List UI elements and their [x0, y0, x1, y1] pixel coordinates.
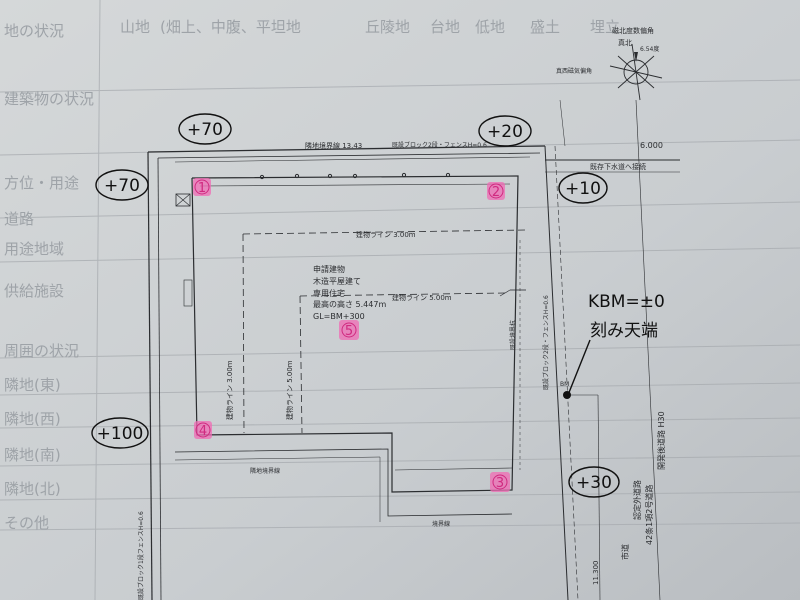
background-labels: 建築物の状況 方位・用途 道路 用途地域 供給施設 周囲の状況 隣地(東) 隣地…	[4, 90, 94, 532]
setback-inner-label: 建物ライン 5.00m	[392, 293, 452, 302]
lot-boundary-left	[147, 151, 153, 600]
plan-annotations: 隣地境界線 13.43 既設ブロック2段・フェンスH=0.6 既存下水道へ接続 …	[137, 141, 666, 600]
top-fence-label: 既設ブロック2段・フェンスH=0.6	[392, 141, 487, 149]
elevation-left: +70	[104, 176, 140, 196]
header-fragment: 地の状況	[4, 22, 64, 40]
compass-arrow-icon	[634, 52, 638, 62]
point-4-label: 4	[199, 424, 207, 439]
kbm-benchmark-marker	[563, 391, 571, 399]
north-compass: 磁北度数偏角 真北 6.54度 真西磁気偏角	[556, 26, 663, 101]
background-label: 方位・用途	[4, 174, 79, 192]
header-fragment: 盛土	[530, 18, 560, 36]
kbm-value: KBM=±0	[588, 292, 665, 312]
compass-side-label: 真西磁気偏角	[556, 67, 592, 75]
background-label: 隣地(北)	[4, 480, 61, 498]
point-1-label: 1	[198, 181, 206, 196]
background-label: 隣地(南)	[4, 446, 61, 464]
background-label: 用途地域	[4, 240, 64, 258]
building-label: 最高の高さ 5.447m	[313, 299, 386, 309]
sewer-note: 既存下水道へ接続	[590, 162, 646, 171]
background-label: その他	[4, 514, 49, 532]
elevation-oval	[478, 115, 532, 147]
small-label: 既設境界杭	[509, 320, 517, 350]
point-5-label: 5	[345, 324, 353, 339]
background-label: 隣地(西)	[4, 410, 61, 428]
elevation-top-mid: +20	[487, 122, 523, 142]
small-label: 隣地境界線	[250, 467, 280, 475]
header-fragment: 丘陵地	[365, 18, 410, 36]
road-label: 市道	[620, 544, 630, 560]
background-label: 周囲の状況	[4, 342, 79, 360]
building-label: 申請建物	[313, 264, 345, 274]
right-fence-label: 既設ブロック2段・フェンスH=0.6	[542, 295, 550, 390]
elevation-oval	[95, 169, 149, 201]
elevation-oval	[178, 113, 232, 145]
building-label: GL=BM+300	[313, 312, 365, 321]
elevation-callouts: +70 +20 +70 +10 +100 +30	[91, 113, 620, 498]
top-boundary-label: 隣地境界線 13.43	[305, 141, 362, 150]
header-fragment: (畑上、中腹、平坦地	[160, 18, 301, 36]
setback-left-label: 建物ライン 3.00m	[225, 360, 234, 420]
background-label: 供給施設	[4, 282, 64, 300]
background-label: 隣地(東)	[4, 376, 61, 394]
left-fence-label: 既設ブロック1段フェンスH=0.6	[137, 511, 145, 600]
road-label: 42条1項2号道路	[644, 485, 654, 545]
background-label: 建築物の状況	[4, 90, 94, 108]
elevation-top-left: +70	[187, 120, 223, 140]
numbered-points: 1 2 3 4 5	[193, 178, 510, 492]
building-label: 木造平屋建て	[313, 276, 361, 286]
elevation-oval	[568, 466, 620, 498]
elevation-right: +10	[565, 179, 601, 199]
background-label: 道路	[4, 210, 34, 228]
header-fragment: 埋立	[590, 18, 620, 36]
compass-angle-label: 6.54度	[640, 45, 659, 53]
header-fragments: 地の状況 山地 (畑上、中腹、平坦地 丘陵地 台地 低地 盛土 埋立	[4, 18, 620, 40]
small-label: BM	[560, 381, 569, 388]
elevation-oval	[558, 172, 608, 204]
point-3-label: 3	[496, 476, 504, 491]
point-2-label: 2	[492, 185, 500, 200]
setback-mid-label: 建物ライン 5.00m	[285, 360, 294, 420]
lot-boundary-top	[147, 145, 546, 153]
kbm-description: 刻み天端	[590, 321, 658, 341]
road-label: 認定外道路	[632, 480, 642, 520]
elevation-bottom-left: +100	[97, 424, 144, 444]
compass-north-label: 真北	[618, 38, 632, 47]
compass-label: 磁北度数偏角	[612, 26, 654, 35]
header-fragment: 台地	[430, 18, 460, 36]
header-fragment: 低地	[475, 18, 505, 36]
building-label: 専用住宅	[313, 288, 345, 298]
road-label: 開発後道路 H30	[656, 411, 666, 470]
header-fragment: 山地	[120, 18, 150, 36]
setback-top-label: 建物ライン 3.00m	[356, 230, 416, 239]
kbm-pointer	[567, 339, 591, 396]
small-label: 境界線	[432, 520, 450, 528]
elevation-bottom-right: +30	[576, 473, 612, 493]
right-dimension: 6.000	[640, 141, 663, 150]
site-plan	[147, 99, 680, 600]
kbm-note: KBM=±0 刻み天端	[588, 292, 665, 341]
elevation-oval	[91, 417, 149, 449]
bottom-dimension: 11.300	[592, 561, 600, 586]
